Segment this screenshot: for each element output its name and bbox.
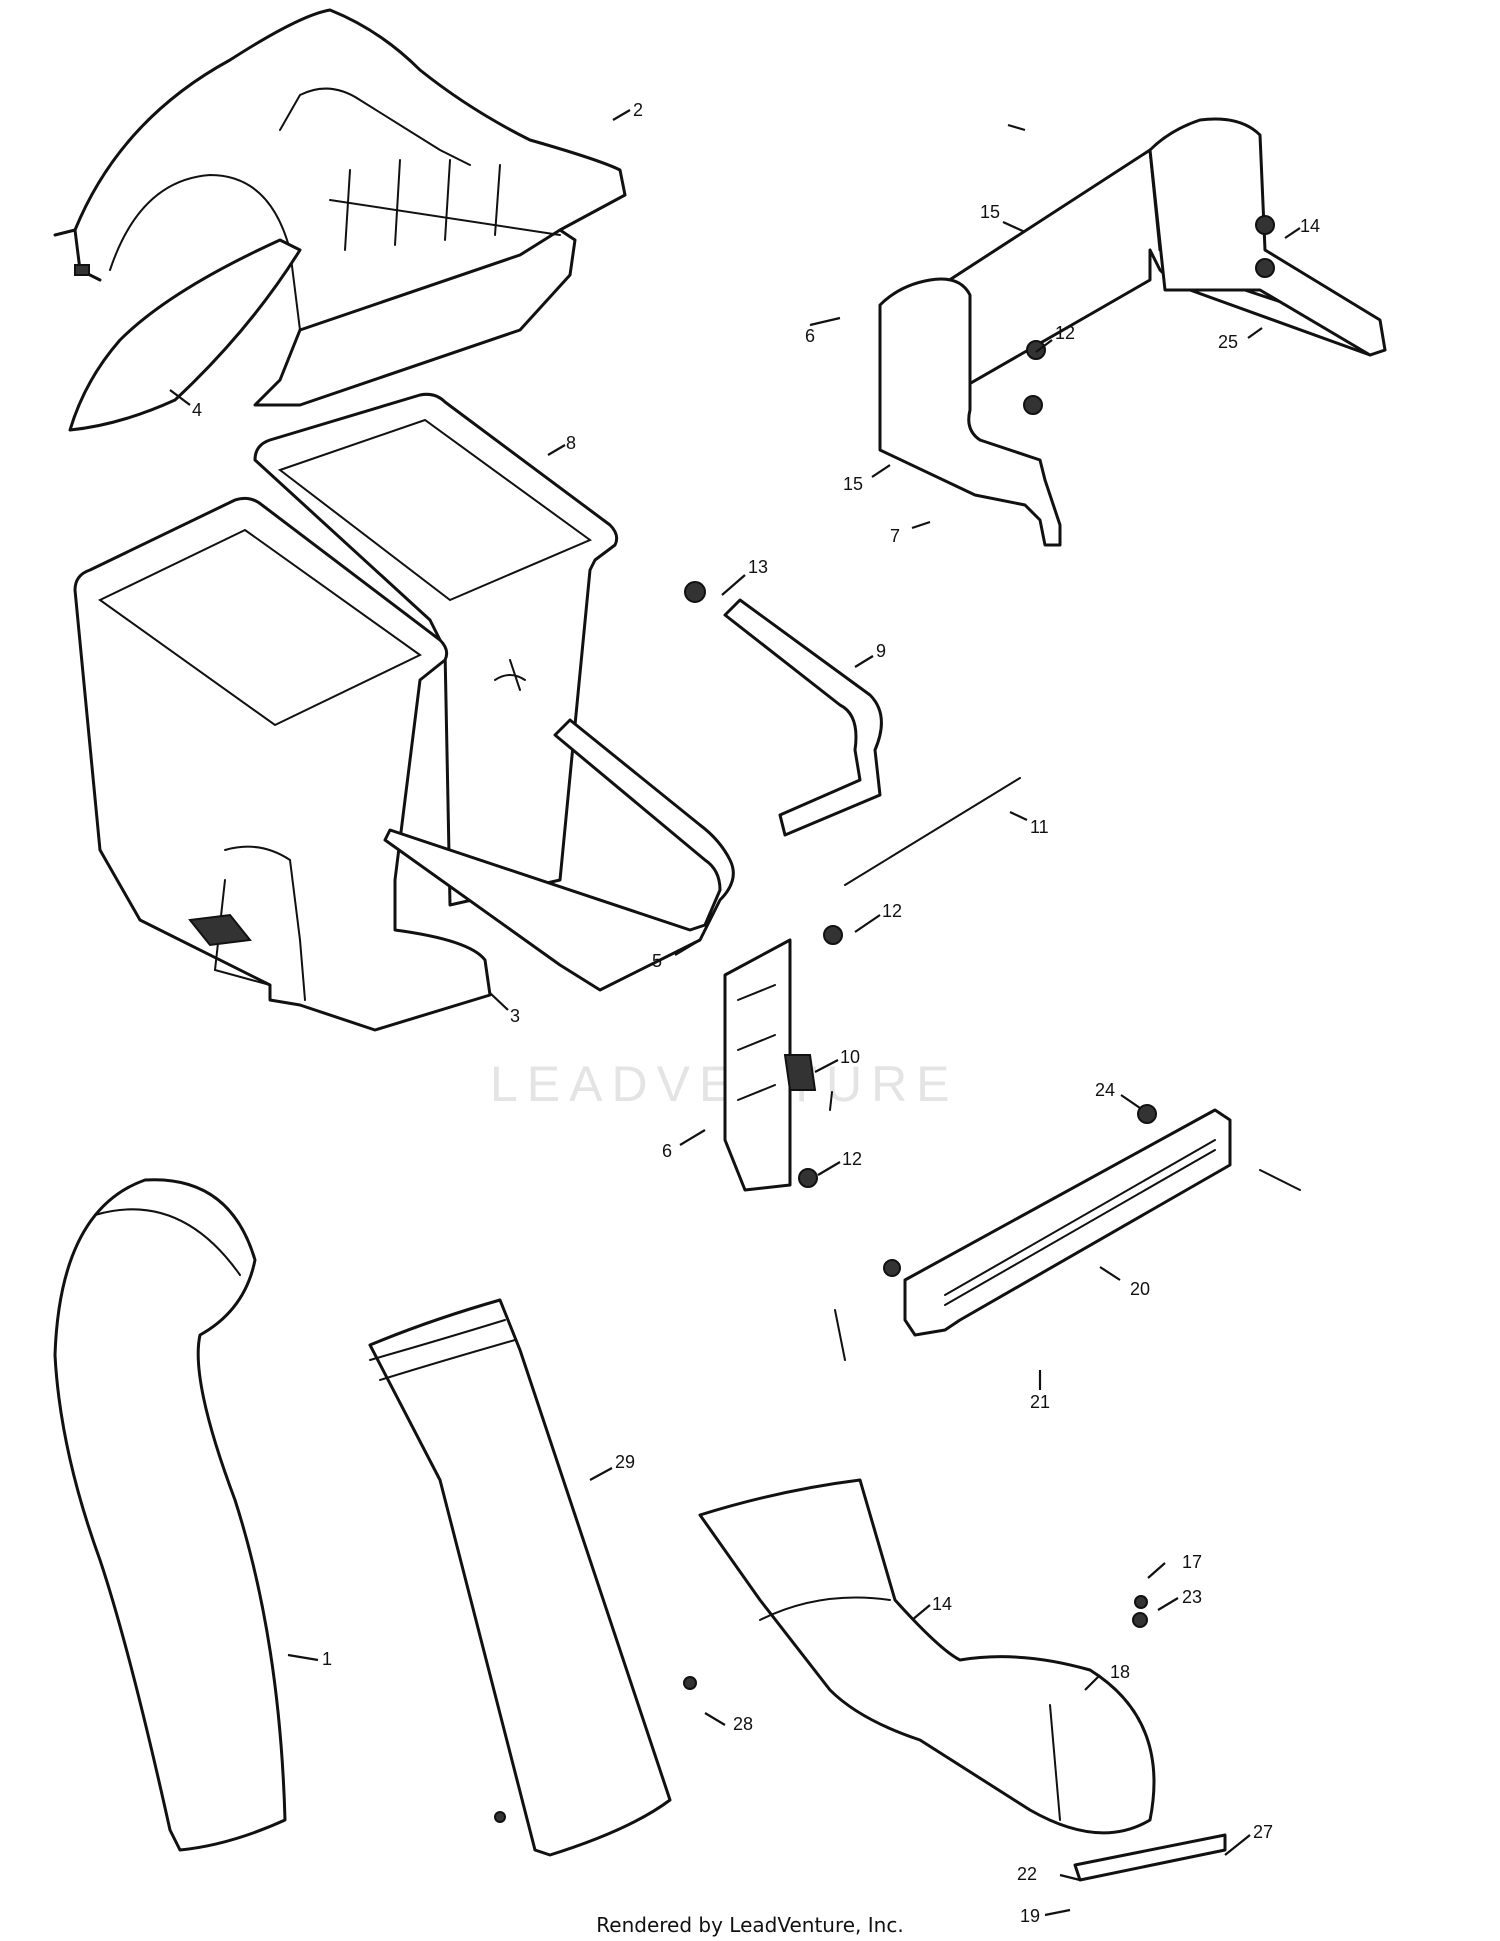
part-11-rod	[844, 777, 1021, 886]
callout-19: 19	[1020, 1906, 1040, 1926]
part-9-handle	[383, 598, 883, 992]
leadventure-watermark: LEADVENTURE	[490, 1055, 959, 1113]
part-14-chute-elbow	[698, 1478, 1156, 1835]
part-2-bagger-cover	[53, 8, 627, 407]
part-4-liner	[68, 238, 302, 432]
callout-15b: 15	[843, 474, 863, 494]
callout-18: 18	[1110, 1662, 1130, 1682]
part-10-latch-plate	[723, 938, 817, 1192]
callout-27: 27	[1253, 1822, 1273, 1842]
callout-25: 25	[1218, 332, 1238, 352]
footer-credit: Rendered by LeadVenture, Inc.	[596, 1913, 904, 1937]
callout-28: 28	[733, 1714, 753, 1734]
part-16-frame	[878, 117, 1387, 397]
part-1-chute-upper	[53, 1178, 287, 1852]
callout-16: 15	[980, 202, 1000, 222]
part-20-weight	[903, 1108, 1232, 1337]
callout-14: 14	[932, 1594, 952, 1614]
part-29-chute-tube	[368, 1298, 672, 1857]
part-3-bag	[73, 496, 492, 1032]
callout-11: 11	[1030, 817, 1049, 837]
callout-24: 24	[1095, 1080, 1115, 1100]
callout-29: 29	[615, 1452, 635, 1472]
callout-4: 4	[192, 400, 202, 420]
callout-15a: 14	[1300, 216, 1320, 236]
callout-3: 3	[510, 1006, 520, 1026]
part-8-bag	[253, 392, 619, 907]
callout-10: 10	[840, 1047, 860, 1067]
callout-17: 17	[1182, 1552, 1202, 1572]
callout-2: 2	[633, 100, 643, 120]
part-27-link	[1073, 1833, 1227, 1882]
callout-12a: 12	[1055, 323, 1075, 343]
hardware	[494, 215, 1301, 1823]
callout-1: 1	[322, 1649, 332, 1669]
callouts: 2 4 8 3 15 14 6 12 25 15 7 13 9 11 12 5	[169, 100, 1320, 1926]
callout-6b: 6	[662, 1141, 672, 1161]
callout-9: 9	[876, 641, 886, 661]
callout-7: 7	[890, 526, 900, 546]
callout-12c: 12	[842, 1149, 862, 1169]
callout-23: 23	[1182, 1587, 1202, 1607]
callout-5: 5	[652, 951, 662, 971]
callout-13: 13	[748, 557, 768, 577]
callout-12b: 12	[882, 901, 902, 921]
callout-6a: 6	[805, 326, 815, 346]
callout-22: 22	[1017, 1864, 1037, 1884]
part-15-bracket	[878, 277, 1062, 547]
callout-8: 8	[566, 433, 576, 453]
callout-20: 20	[1130, 1279, 1150, 1299]
callout-21: 21	[1030, 1392, 1050, 1412]
